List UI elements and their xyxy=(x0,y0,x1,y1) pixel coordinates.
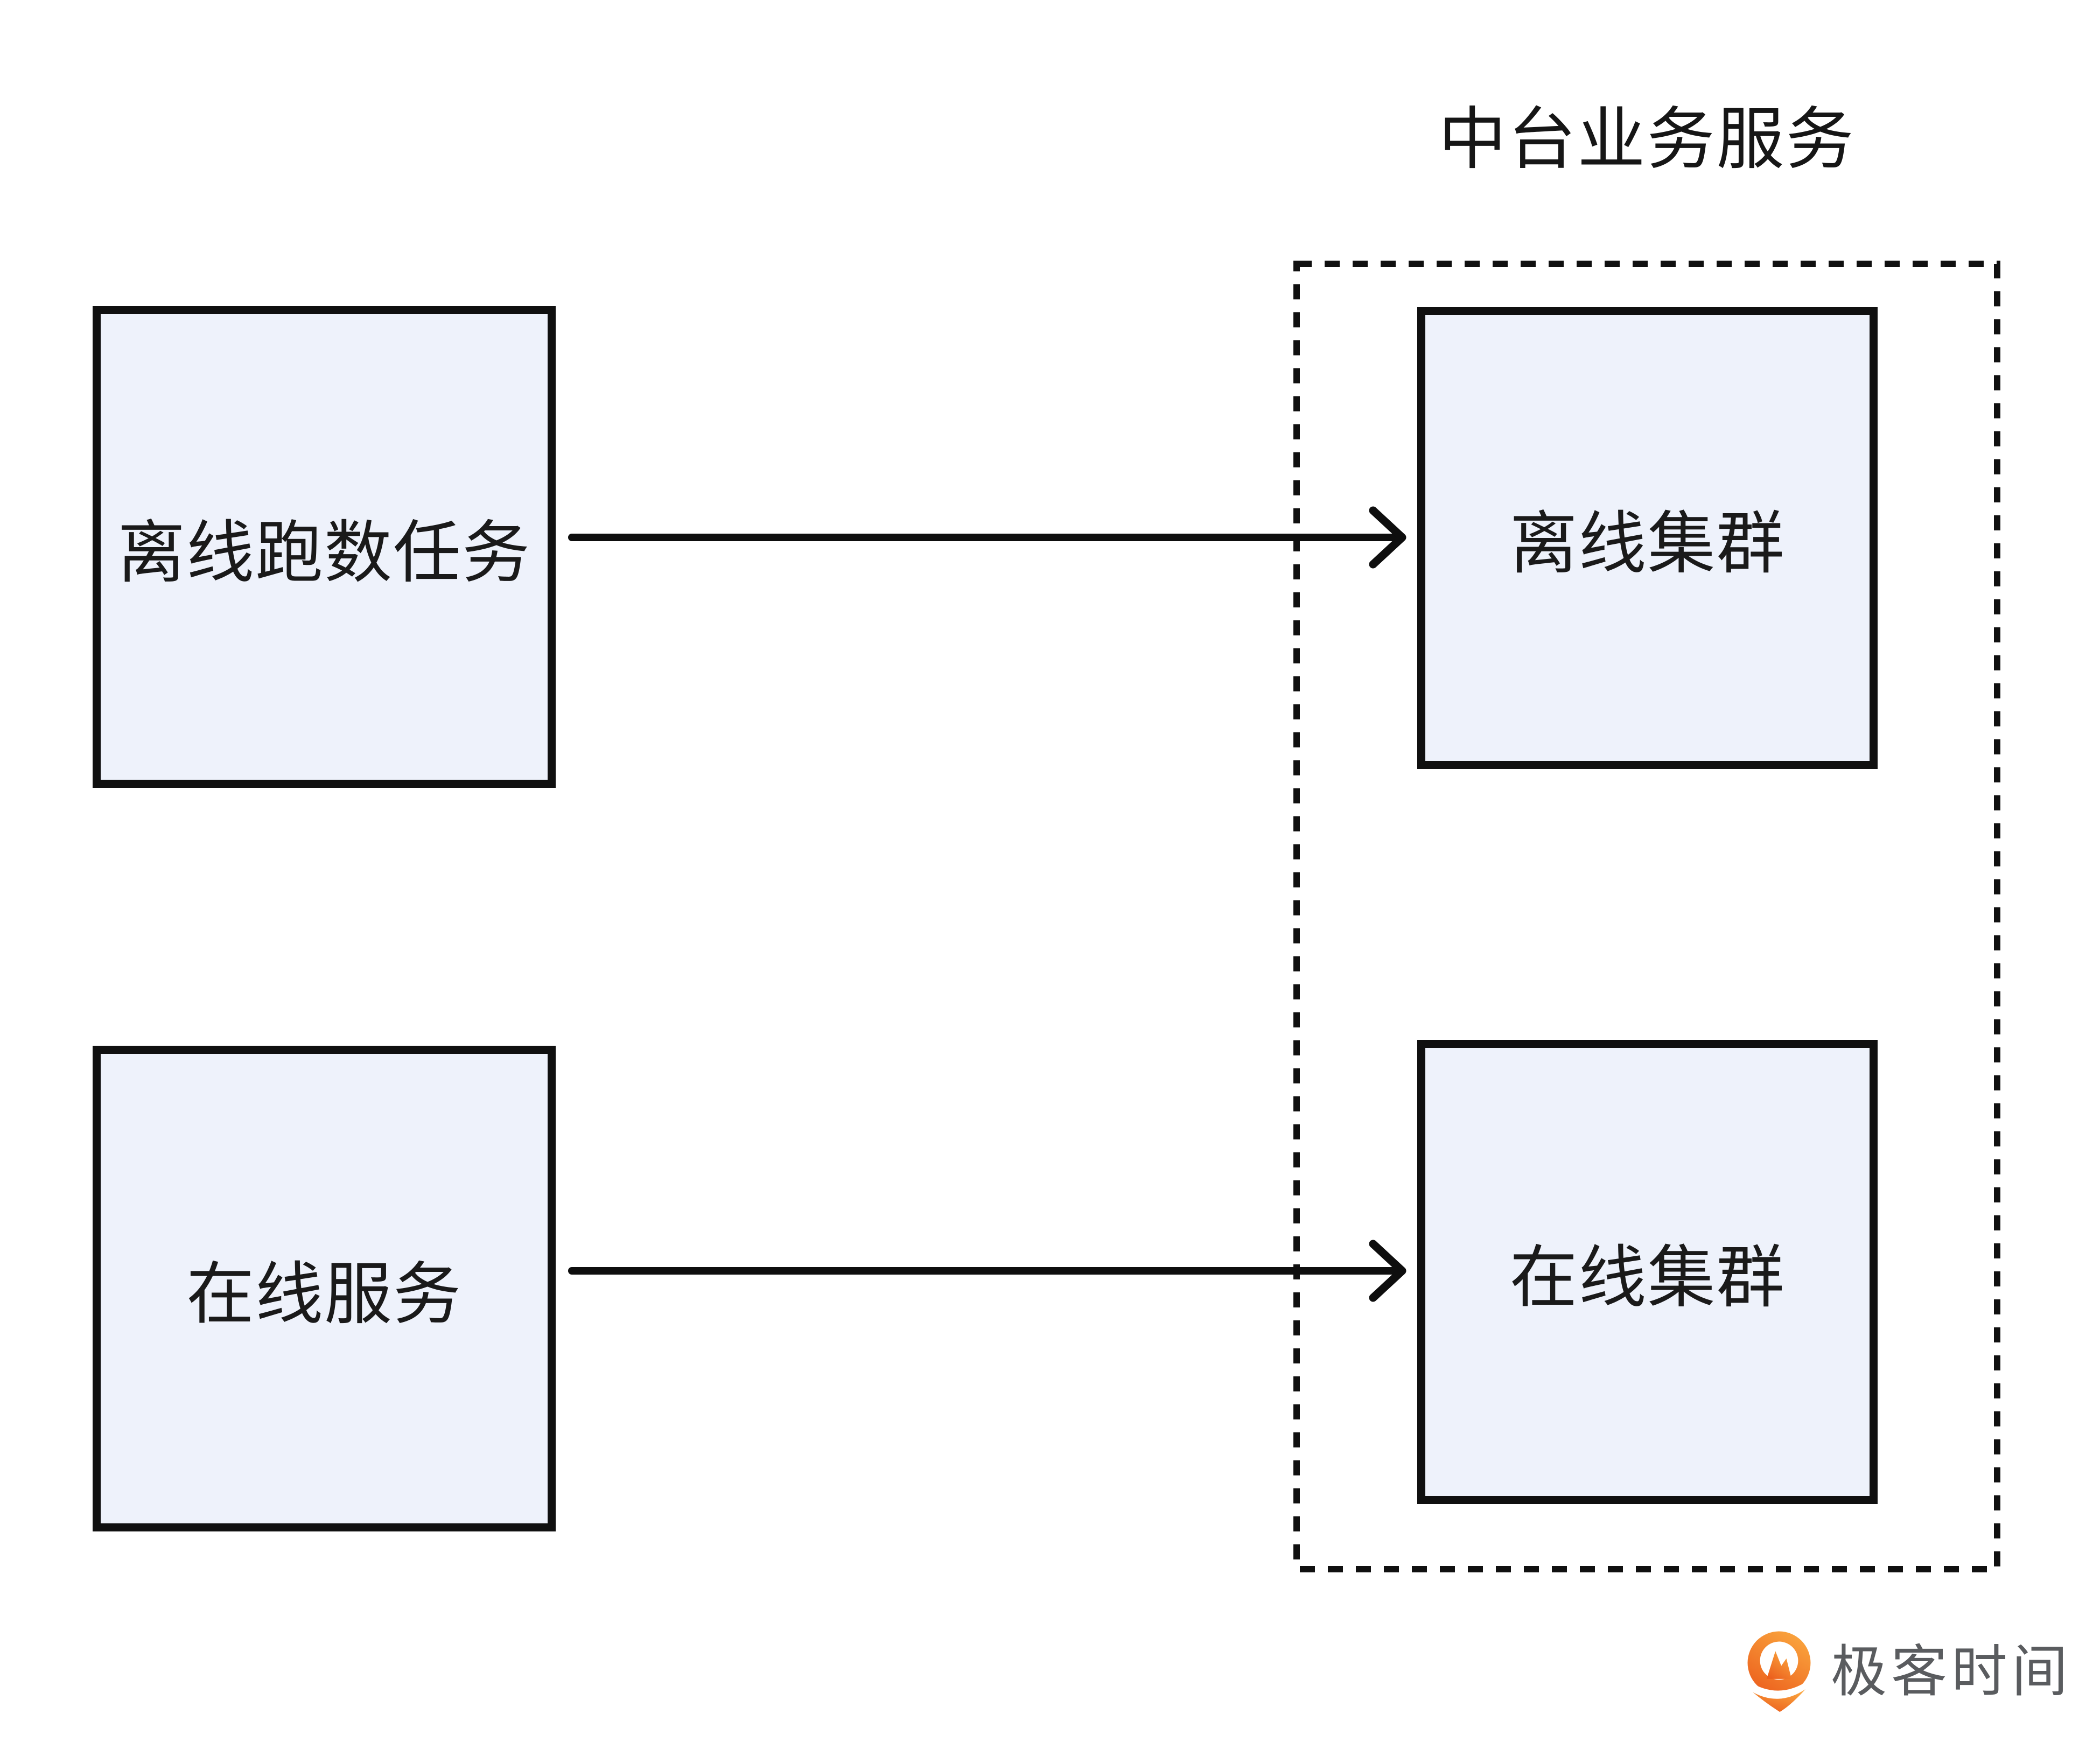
geektime-logo-icon xyxy=(1742,1631,1816,1712)
cluster-group-title: 中台业务服务 xyxy=(1438,101,1856,177)
geektime-logo: 极客时间 xyxy=(1742,1631,2072,1713)
node-online-service: 在线服务 xyxy=(93,1046,556,1531)
node-offline-task: 离线跑数任务 xyxy=(93,306,556,788)
node-offline-cluster: 离线集群 xyxy=(1417,307,1878,769)
arrow-online-service-to-online-cluster xyxy=(568,1240,1406,1302)
arrow-offline-task-to-offline-cluster xyxy=(568,506,1406,569)
node-offline-task-label: 离线跑数任务 xyxy=(117,514,531,591)
node-online-cluster: 在线集群 xyxy=(1417,1040,1878,1504)
node-offline-cluster-label: 离线集群 xyxy=(1509,506,1786,582)
geektime-logo-text: 极客时间 xyxy=(1831,1641,2073,1703)
node-online-cluster-label: 在线集群 xyxy=(1509,1240,1786,1316)
node-online-service-label: 在线服务 xyxy=(186,1256,462,1332)
